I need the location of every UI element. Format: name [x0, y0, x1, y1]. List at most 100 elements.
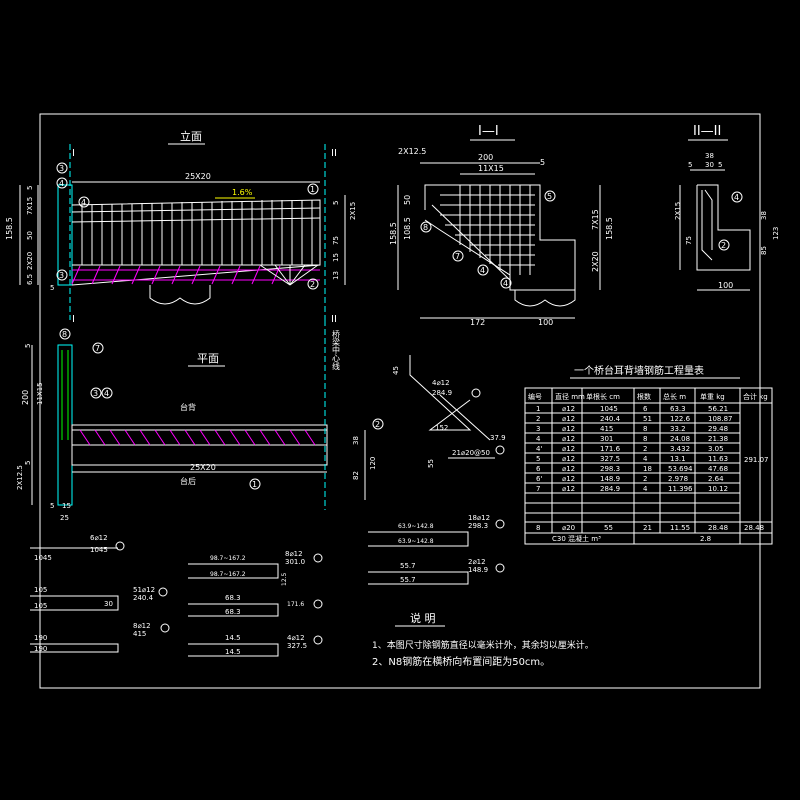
svg-text:11.396: 11.396: [668, 485, 693, 493]
svg-text:63.3: 63.3: [670, 405, 686, 413]
s1-body-outline: [424, 184, 576, 291]
svg-text:1045: 1045: [34, 554, 52, 562]
svg-text:4: 4: [536, 435, 541, 443]
section-mark-I-top: I: [72, 148, 75, 159]
svg-text:2.64: 2.64: [708, 475, 724, 483]
detail-shape: [409, 355, 472, 431]
svg-text:51: 51: [643, 415, 652, 423]
slope-text: 1.6%: [232, 188, 253, 197]
detail-4phi12: 4⌀12: [432, 379, 450, 387]
detail-37: 37.9: [490, 434, 506, 442]
svg-text:63.9~142.8: 63.9~142.8: [398, 523, 434, 530]
svg-text:4: 4: [104, 389, 109, 398]
elev-rdim-75: 75: [332, 236, 340, 245]
svg-text:单根长 cm: 单根长 cm: [586, 392, 620, 401]
svg-text:8: 8: [643, 435, 647, 443]
s2-dim-123: 123: [772, 227, 780, 240]
svg-text:2: 2: [375, 420, 380, 429]
svg-text:11.63: 11.63: [708, 455, 728, 463]
detail-callout-7: [471, 388, 481, 398]
notes: 说 明 1、本图尺寸除钢筋直径以毫米计外，其余均以厘米计。 2、N8钢筋在横桥向…: [372, 611, 594, 668]
svg-text:根数: 根数: [637, 392, 651, 401]
svg-text:30: 30: [104, 600, 113, 608]
plan-bdim-15: 15: [62, 502, 71, 510]
svg-text:合计 kg: 合计 kg: [743, 392, 768, 401]
elev-dim-5: 5: [26, 186, 34, 190]
svg-text:171.6: 171.6: [287, 601, 304, 608]
plan-left-column: [57, 344, 73, 506]
svg-text:190: 190: [34, 634, 47, 642]
detail-leg: [439, 394, 491, 441]
s1-grid: [440, 185, 535, 275]
plan-hatch: [79, 429, 316, 446]
detail-21phi20: 21⌀20@50: [452, 449, 490, 457]
section-2-view: II—II 38 5 30 5 2X15 75 38 123 85 100 4 …: [674, 124, 780, 291]
svg-text:8: 8: [423, 223, 428, 232]
svg-text:7: 7: [95, 344, 100, 353]
svg-text:6: 6: [643, 405, 648, 413]
elev-rdim-15: 15: [332, 253, 340, 262]
plan-label-back: 台背: [180, 402, 196, 412]
svg-text:4': 4': [536, 445, 542, 453]
detail-45: 45: [392, 366, 400, 375]
svg-text:24.08: 24.08: [670, 435, 690, 443]
s2-callouts: 4 2: [718, 191, 743, 251]
corner-fan: [259, 264, 319, 286]
plan-title: 平面: [197, 352, 219, 365]
plan-rdim-120: 120: [369, 457, 377, 470]
svg-text:⌀12: ⌀12: [562, 405, 575, 413]
svg-text:21: 21: [643, 524, 652, 532]
plan-rebars: [72, 429, 327, 466]
svg-text:7: 7: [455, 252, 460, 261]
wall-outline: [71, 199, 321, 286]
svg-text:98.7~167.2: 98.7~167.2: [210, 571, 246, 578]
pile-stubs: [149, 285, 211, 305]
svg-text:2: 2: [643, 445, 647, 453]
svg-text:171.6: 171.6: [600, 445, 621, 453]
svg-text:3: 3: [93, 389, 98, 398]
svg-text:⌀12: ⌀12: [562, 445, 575, 453]
svg-text:190: 190: [34, 645, 47, 653]
detail-152: 152: [435, 424, 448, 432]
svg-text:14.5: 14.5: [225, 634, 241, 642]
svg-text:47.68: 47.68: [708, 465, 728, 473]
elev-rdim-5: 5: [332, 201, 340, 205]
svg-text:28.48: 28.48: [708, 524, 728, 532]
s1-dim-50: 50: [403, 195, 412, 205]
svg-text:⌀12: ⌀12: [562, 415, 575, 423]
s1-dim-5: 5: [540, 158, 545, 167]
svg-text:63.9~142.8: 63.9~142.8: [398, 538, 434, 545]
dim-top-text: 25X20: [185, 172, 211, 181]
svg-text:327.5: 327.5: [287, 642, 307, 650]
elevation-title: 立面: [180, 129, 202, 143]
s2-rebar-right: [704, 189, 713, 250]
svg-text:7: 7: [536, 485, 540, 493]
s1-dim-2x12: 2X12.5: [398, 147, 426, 156]
svg-text:3: 3: [536, 425, 540, 433]
svg-text:2: 2: [536, 415, 540, 423]
s2-dim-75: 75: [685, 236, 693, 245]
table-headers: 编号 直径 mm 单根长 cm 根数 总长 m 单重 kg 合计 kg: [528, 392, 768, 401]
s1-pile: [514, 290, 576, 307]
bar-shape-6prime: 55.7 55.7 2⌀12 148.9: [368, 558, 505, 585]
elev-dim-7x15: 7X15: [26, 197, 34, 215]
svg-text:122.6: 122.6: [670, 415, 691, 423]
svg-text:6': 6': [536, 475, 542, 483]
svg-text:2⌀12: 2⌀12: [468, 558, 486, 566]
notes-title: 说 明: [410, 611, 436, 625]
svg-text:5: 5: [547, 192, 552, 201]
plan-left-column-rebars: [61, 350, 69, 440]
s2-dim-38: 38: [705, 152, 714, 160]
svg-text:2: 2: [310, 280, 315, 289]
svg-text:148.9: 148.9: [600, 475, 620, 483]
note-2: 2、N8钢筋在横桥向布置间距为50cm。: [372, 655, 550, 668]
svg-text:18: 18: [643, 465, 652, 473]
wall-left-column: [57, 184, 73, 286]
left-dim-lines: [19, 185, 39, 285]
